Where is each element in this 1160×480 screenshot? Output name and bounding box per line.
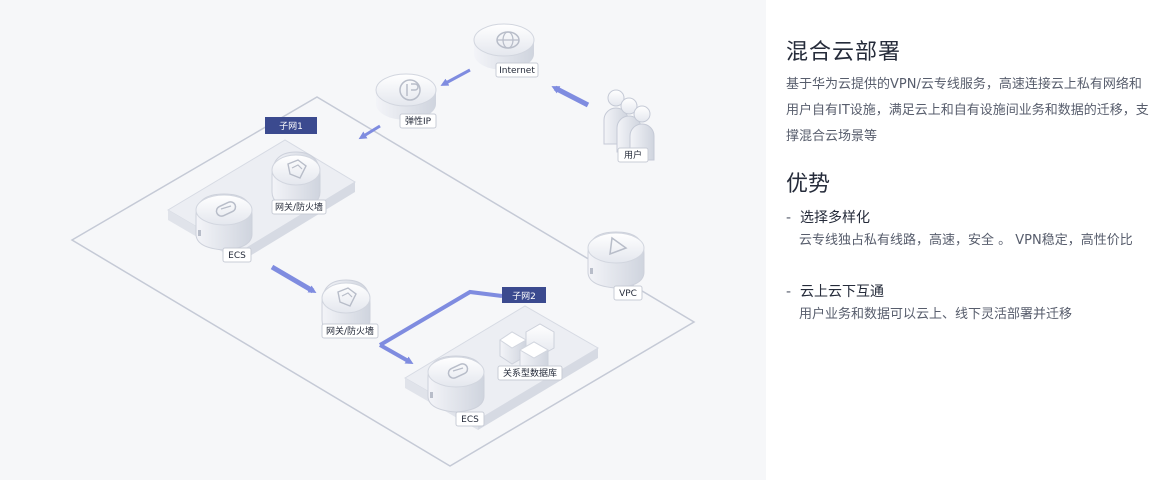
diagram-canvas: Internet 弹性IP 用户 子网1 <box>70 23 696 467</box>
ecs1-node: ECS <box>195 193 253 263</box>
shield-icon <box>287 159 307 179</box>
users-label: 用户 <box>624 149 642 161</box>
rds-node: 关系型数据库 <box>497 323 563 381</box>
gateway1-node: 网关/防火墙 <box>271 151 327 215</box>
advantage-item: -云上云下互通 用户业务和数据可以云上、线下灵活部署并迁移 <box>786 282 1152 324</box>
arrow-users-to-internet <box>551 85 590 108</box>
internet-label: Internet <box>499 66 535 76</box>
subnet1-tag: 子网1 <box>265 117 317 134</box>
subnet1-platform <box>167 139 356 262</box>
advantages-title: 优势 <box>786 172 831 197</box>
gateway2-label: 网关/防火墙 <box>326 325 374 337</box>
gateway1-label: 网关/防火墙 <box>275 201 323 213</box>
vpc-boundary <box>70 96 696 467</box>
ecs2-label: ECS <box>461 415 479 425</box>
vpc-label: VPC <box>619 289 637 299</box>
rds-label: 关系型数据库 <box>503 367 557 379</box>
section-description: 基于华为云提供的VPN/云专线服务，高速连接云上私有网络和用户自有IT设施，满足… <box>786 77 1149 144</box>
subnet1-label: 子网1 <box>279 121 303 132</box>
ecs2-node: ECS <box>427 355 485 427</box>
ip-icon <box>399 79 421 101</box>
clip-icon-2 <box>447 363 469 379</box>
users-node: 用户 <box>603 89 655 163</box>
vpc-icon <box>609 236 628 256</box>
advantage-desc: 用户业务和数据可以云上、线下灵活部署并迁移 <box>799 307 1073 322</box>
arrow-internet-to-eip <box>440 68 471 86</box>
clip-icon <box>215 201 237 217</box>
advantage-desc: 云专线独占私有线路，高速，安全 。 VPN稳定，高性价比 <box>799 233 1133 248</box>
info-panel: 混合云部署 基于华为云提供的VPN/云专线服务，高速连接云上私有网络和用户自有I… <box>766 0 1160 480</box>
section-title: 混合云部署 <box>786 40 902 65</box>
architecture-diagram: Internet 弹性IP 用户 子网1 <box>70 23 696 467</box>
arrow-ecs-to-gateway <box>270 264 317 294</box>
eip-node: 弹性IP <box>375 73 437 129</box>
advantage-item: -选择多样化 云专线独占私有线路，高速，安全 。 VPN稳定，高性价比 <box>786 208 1152 250</box>
ecs1-label: ECS <box>228 251 246 261</box>
advantage-title: 选择多样化 <box>800 210 870 226</box>
shield-icon-2 <box>337 287 357 307</box>
arrow-gateway-to-subnet2 <box>378 289 503 347</box>
advantage-title: 云上云下互通 <box>800 284 884 300</box>
dash-icon: - <box>786 210 792 226</box>
dash-icon: - <box>786 284 792 300</box>
vpc-node: VPC <box>587 231 645 301</box>
subnet2-label: 子网2 <box>512 291 536 302</box>
globe-icon <box>496 31 520 49</box>
internet-node: Internet <box>473 23 539 78</box>
arrow-gateway-to-ecs2 <box>379 343 414 364</box>
eip-label: 弹性IP <box>405 115 432 127</box>
gateway2-node: 网关/防火墙 <box>321 279 379 339</box>
arrow-eip-to-subnet1 <box>358 124 381 140</box>
database-cluster-icon <box>499 323 555 375</box>
subnet2-tag: 子网2 <box>502 287 546 303</box>
